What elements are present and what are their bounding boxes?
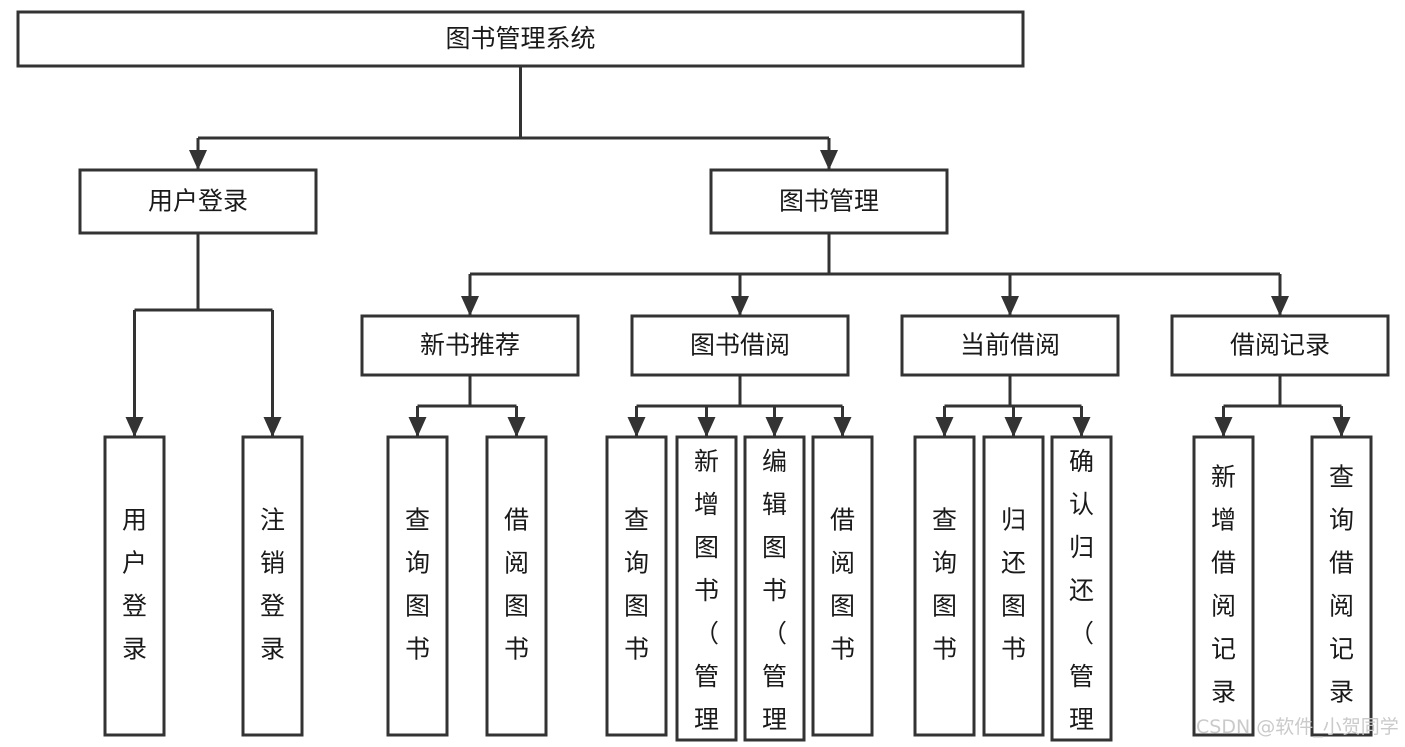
node-label-user-login: 用户登录 — [148, 187, 248, 216]
node-rect-leaf-user-login — [103, 435, 166, 737]
arrow-head-leaf-borrow-book-borrow — [833, 417, 852, 437]
node-rect-leaf-borrow-book-new — [485, 435, 548, 737]
node-label-leaf-user-logout: 注销登录 — [260, 506, 285, 664]
arrow-head-leaf-user-login — [125, 417, 144, 437]
node-leaf-query-book-borrow[interactable]: 查询图书 — [605, 435, 668, 737]
node-rect-book-manage — [709, 168, 949, 235]
arrow-head-leaf-borrow-book-new — [507, 417, 526, 437]
arrow-head-new-book-recommend — [461, 296, 479, 316]
node-rect-leaf-edit-book-admin — [743, 435, 806, 742]
node-new-book-recommend[interactable]: 新书推荐 — [360, 314, 580, 377]
node-leaf-add-book-admin[interactable]: 新增图书（管理员） — [675, 435, 738, 747]
arrow-head-leaf-return-book — [1004, 417, 1023, 437]
node-rect-new-book-recommend — [360, 314, 580, 377]
node-label-book-manage: 图书管理 — [779, 187, 879, 216]
node-root[interactable]: 图书管理系统 — [16, 10, 1025, 68]
node-leaf-user-logout[interactable]: 注销登录 — [241, 435, 304, 737]
node-label-leaf-borrow-book-new: 借阅图书 — [504, 506, 529, 664]
arrow-head-leaf-query-book-current — [935, 417, 954, 437]
node-current-borrow[interactable]: 当前借阅 — [900, 314, 1120, 377]
node-leaf-return-book[interactable]: 归还图书 — [982, 435, 1045, 737]
node-label-leaf-add-borrow-record: 新增借阅记录 — [1211, 463, 1236, 707]
node-book-manage[interactable]: 图书管理 — [709, 168, 949, 235]
arrow-head-leaf-confirm-return-admin — [1072, 417, 1091, 437]
arrow-head-leaf-query-book-borrow — [627, 417, 646, 437]
node-label-leaf-user-login: 用户登录 — [122, 506, 147, 664]
node-rect-book-borrow — [630, 314, 850, 377]
node-label-borrow-record: 借阅记录 — [1230, 331, 1330, 360]
node-leaf-confirm-return-admin[interactable]: 确认归还（管理员） — [1050, 435, 1113, 747]
arrow-head-leaf-add-book-admin — [697, 417, 716, 437]
node-rect-root — [16, 10, 1025, 68]
node-rect-leaf-borrow-book-borrow — [811, 435, 874, 737]
node-rect-leaf-add-borrow-record — [1192, 435, 1255, 737]
node-label-root: 图书管理系统 — [445, 24, 595, 53]
node-leaf-add-borrow-record[interactable]: 新增借阅记录 — [1192, 435, 1255, 737]
arrow-head-leaf-user-logout — [263, 417, 282, 437]
node-rect-leaf-query-book-new — [386, 435, 449, 737]
node-label-leaf-return-book: 归还图书 — [1001, 506, 1026, 664]
arrow-head-borrow-record — [1271, 296, 1289, 316]
arrow-head-book-borrow — [731, 296, 749, 316]
node-rect-leaf-return-book — [982, 435, 1045, 737]
node-borrow-record[interactable]: 借阅记录 — [1170, 314, 1390, 377]
node-leaf-user-login[interactable]: 用户登录 — [103, 435, 166, 737]
node-label-leaf-add-book-admin: 新增图书（管理员） — [694, 447, 719, 747]
arrow-head-leaf-query-book-new — [408, 417, 427, 437]
node-user-login[interactable]: 用户登录 — [78, 168, 318, 235]
arrow-head-current-borrow — [1001, 296, 1019, 316]
node-rect-leaf-confirm-return-admin — [1050, 435, 1113, 742]
node-label-leaf-query-book-borrow: 查询图书 — [624, 506, 649, 664]
node-label-leaf-query-book-current: 查询图书 — [932, 506, 957, 664]
node-leaf-query-book-new[interactable]: 查询图书 — [386, 435, 449, 737]
node-rect-leaf-query-borrow-record — [1310, 435, 1373, 737]
node-rect-leaf-add-book-admin — [675, 435, 738, 742]
node-boxes: 图书管理系统用户登录图书管理新书推荐图书借阅当前借阅借阅记录用户登录注销登录查询… — [16, 10, 1390, 747]
node-leaf-borrow-book-borrow[interactable]: 借阅图书 — [811, 435, 874, 737]
arrow-head-leaf-add-borrow-record — [1214, 417, 1233, 437]
node-label-current-borrow: 当前借阅 — [960, 331, 1060, 360]
node-rect-borrow-record — [1170, 314, 1390, 377]
csdn-watermark: CSDN @软件_小贺同学 — [1196, 716, 1399, 738]
arrow-head-leaf-edit-book-admin — [765, 417, 784, 437]
node-leaf-query-book-current[interactable]: 查询图书 — [913, 435, 976, 737]
node-book-borrow[interactable]: 图书借阅 — [630, 314, 850, 377]
node-rect-current-borrow — [900, 314, 1120, 377]
arrow-head-book-manage — [820, 150, 838, 170]
arrow-head-leaf-query-borrow-record — [1332, 417, 1351, 437]
node-leaf-borrow-book-new[interactable]: 借阅图书 — [485, 435, 548, 737]
arrow-head-user-login — [189, 150, 207, 170]
node-leaf-query-borrow-record[interactable]: 查询借阅记录 — [1310, 435, 1373, 737]
connector-lines — [125, 66, 1351, 437]
node-label-leaf-borrow-book-borrow: 借阅图书 — [830, 506, 855, 664]
node-rect-leaf-user-logout — [241, 435, 304, 737]
node-rect-leaf-query-book-current — [913, 435, 976, 737]
node-leaf-edit-book-admin[interactable]: 编辑图书（管理员） — [743, 435, 806, 747]
node-label-leaf-confirm-return-admin: 确认归还（管理员） — [1069, 447, 1094, 747]
node-rect-leaf-query-book-borrow — [605, 435, 668, 737]
node-label-book-borrow: 图书借阅 — [690, 331, 790, 360]
node-label-leaf-query-book-new: 查询图书 — [405, 506, 430, 664]
node-rect-user-login — [78, 168, 318, 235]
node-label-new-book-recommend: 新书推荐 — [420, 331, 520, 360]
node-label-leaf-edit-book-admin: 编辑图书（管理员） — [762, 447, 787, 747]
node-label-leaf-query-borrow-record: 查询借阅记录 — [1329, 463, 1354, 707]
